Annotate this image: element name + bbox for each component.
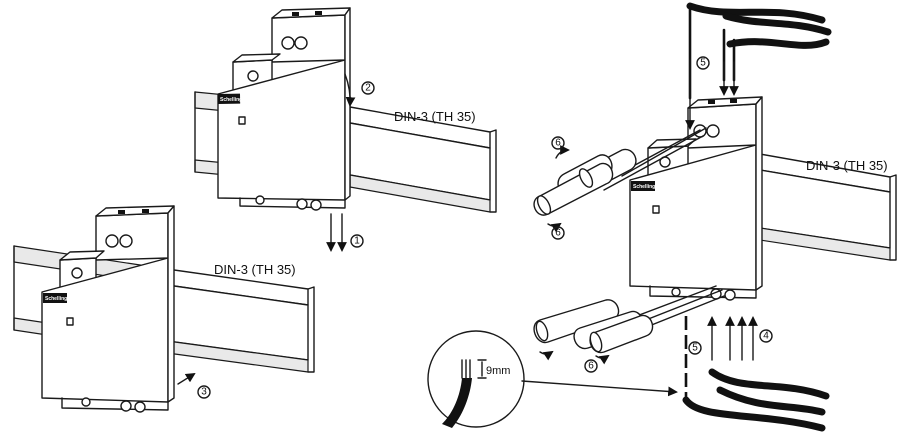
step-4-label: 4 — [763, 331, 769, 342]
step-6-bottom-label: 6 — [588, 361, 594, 372]
bottom-screwdrivers — [533, 285, 725, 365]
step-6-top-b: 6 — [551, 226, 565, 240]
step-4: 4 — [759, 329, 773, 343]
top-cables — [685, 2, 832, 130]
step-6-top-a-label: 6 — [555, 138, 561, 149]
top-screwdrivers — [533, 127, 707, 233]
step-3-label: 3 — [201, 387, 207, 398]
strip-length-label: 9mm — [486, 365, 510, 377]
step-1: 1 — [326, 213, 364, 252]
module-top: Schellinger — [217, 7, 351, 211]
step-2-label: 2 — [365, 83, 371, 94]
right-rail: DIN-3 (TH 35) — [759, 153, 897, 261]
brand-bottom: Schellinger — [45, 296, 72, 302]
module-right: Schellinger — [629, 96, 763, 301]
bottom-cables — [682, 316, 830, 432]
step-1-label: 1 — [354, 236, 360, 247]
module-bottom: Schellinger — [41, 205, 175, 413]
step-5-bottom-label: 5 — [692, 343, 698, 354]
brand-right: Schellinger — [633, 184, 660, 190]
rail-label-right: DIN-3 (TH 35) — [806, 158, 888, 173]
step-5-top-label: 5 — [700, 58, 706, 69]
step-6-top-b-label: 6 — [555, 228, 561, 239]
step-5-top: 5 — [696, 56, 710, 70]
strip-length-detail: 9mm — [427, 330, 678, 428]
step-3: 3 — [177, 372, 211, 399]
step-2: 2 — [344, 73, 375, 107]
rail-label-top: DIN-3 (TH 35) — [394, 109, 476, 124]
step-6-bottom: 6 — [584, 359, 598, 373]
step-5-bottom: 5 — [688, 341, 702, 355]
step-6-top-a: 6 — [551, 136, 565, 150]
rail-label-bottom: DIN-3 (TH 35) — [214, 262, 296, 277]
brand-top: Schellinger — [220, 97, 247, 103]
